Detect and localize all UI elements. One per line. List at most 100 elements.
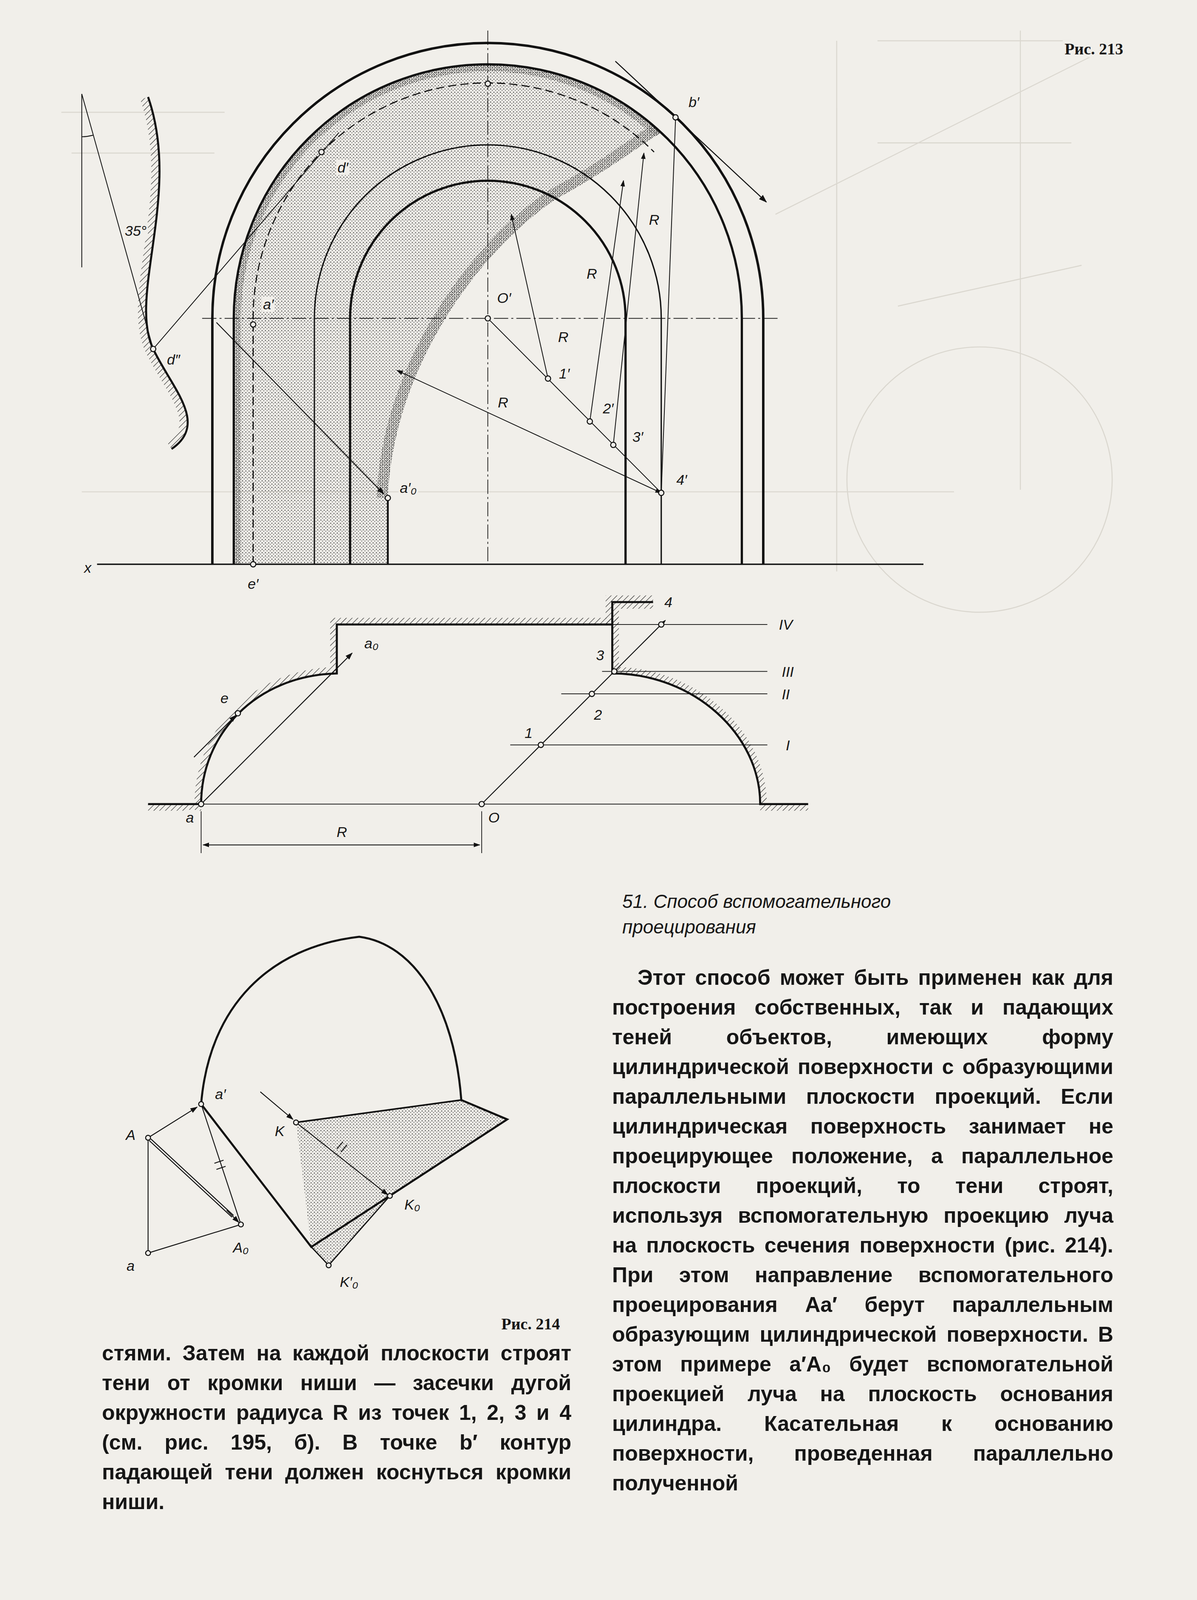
point-label: a <box>125 1257 136 1274</box>
point-label: a′ <box>261 296 275 312</box>
niche-plan <box>589 691 595 697</box>
point-label: K <box>273 1123 286 1139</box>
niche-plan <box>611 668 617 674</box>
point-label: A <box>124 1126 137 1143</box>
archivolt-profile <box>146 96 188 449</box>
plane-label: IV <box>777 616 794 633</box>
point-number: 2 <box>592 706 604 723</box>
section-heading: 51. Способ вспомогательного проецировани… <box>622 888 946 940</box>
point-label: a′ <box>213 1086 227 1102</box>
cylinder-figure <box>226 1210 240 1223</box>
point-label: 1′ <box>557 365 571 382</box>
niche-elevation <box>233 64 661 565</box>
point-label: 3′ <box>631 429 645 445</box>
cylinder-figure <box>293 1119 299 1125</box>
archivolt-profile <box>146 96 188 449</box>
archivolt-profile <box>81 93 188 449</box>
cylinder-figure <box>336 1141 348 1152</box>
plane-label: III <box>780 663 795 680</box>
body-text: стями. Затем на каждой плоскости строят … <box>101 1338 572 1517</box>
niche-plan <box>658 621 664 627</box>
cylinder-figure <box>145 1134 151 1141</box>
point-number: 1 <box>523 725 534 741</box>
cylinder-figure <box>149 1139 233 1217</box>
point-label: b′ <box>687 94 701 110</box>
niche-plan <box>198 621 664 807</box>
niche-elevation <box>397 370 662 493</box>
point-label: K′₀ <box>338 1273 360 1290</box>
point-label: a₀ <box>363 635 380 651</box>
archivolt-profile <box>81 93 153 349</box>
archivolt-profile <box>81 135 93 137</box>
dimension-label: R <box>556 329 571 345</box>
cylinder-figure <box>387 1193 393 1199</box>
niche-plan <box>201 601 761 805</box>
point-label: e <box>219 690 230 706</box>
construction-point <box>485 81 491 87</box>
point-label: K₀ <box>403 1196 422 1212</box>
point-label: a <box>184 809 195 825</box>
plane-label: I <box>784 737 791 753</box>
figure-caption: Рис. 214 <box>499 1315 562 1333</box>
niche-plan <box>612 601 653 625</box>
construction-point <box>485 315 491 321</box>
niche-plan <box>538 742 544 748</box>
cylinder-figure <box>296 1122 388 1195</box>
cylinder-figure <box>311 1195 390 1265</box>
niche-plan <box>203 844 480 846</box>
niche-plan <box>510 624 768 745</box>
niche-elevation <box>487 318 661 493</box>
cylinder-figure <box>238 1221 244 1227</box>
niche-plan <box>201 624 761 805</box>
cylinder-figure <box>145 1250 151 1256</box>
cylinder-figure <box>214 1160 226 1170</box>
niche-plan <box>235 710 241 716</box>
niche-elevation <box>511 214 548 379</box>
dimension-label: R <box>335 824 349 840</box>
cylinder-figure <box>198 1101 204 1107</box>
niche-elevation <box>386 497 389 565</box>
show-through <box>61 30 1123 613</box>
construction-point <box>319 149 325 155</box>
niche-plan <box>148 804 809 811</box>
niche-plan <box>201 810 482 853</box>
point-label: e′ <box>246 575 260 592</box>
niche-plan <box>612 601 653 625</box>
construction-point <box>150 81 678 568</box>
point-label: 2′ <box>601 400 615 416</box>
niche-elevation <box>202 30 781 565</box>
point-label: d″ <box>165 351 182 368</box>
point-number: 3 <box>594 647 606 663</box>
point-number: 4 <box>663 594 674 610</box>
niche-elevation <box>97 30 924 565</box>
point-label: 4′ <box>674 471 689 488</box>
niche-elevation <box>590 180 624 422</box>
cylinder-figure <box>326 1262 332 1268</box>
niche-elevation <box>615 61 767 202</box>
niche-plan <box>198 801 204 807</box>
construction-point <box>658 490 664 496</box>
construction-point <box>672 114 678 120</box>
angle-label: 35° <box>123 223 148 239</box>
construction-point <box>385 495 391 501</box>
niche-plan <box>479 801 485 807</box>
body-text: Этот способ может быть применен как для … <box>612 962 1114 1498</box>
niche-elevation <box>233 64 661 565</box>
point-label: O <box>487 809 501 825</box>
point-label: A₀ <box>231 1239 250 1255</box>
show-through <box>846 347 1113 613</box>
niche-elevation <box>153 132 339 349</box>
point-label: O′ <box>495 290 513 306</box>
cylinder-figure <box>296 1099 508 1247</box>
show-through <box>775 30 1123 572</box>
cylinder-figure <box>149 1139 233 1217</box>
niche-plan <box>481 620 666 804</box>
cylinder-figure <box>148 1106 198 1138</box>
construction-point <box>610 442 616 448</box>
niche-plan <box>194 715 236 757</box>
dimension-label: R <box>647 211 661 228</box>
niche-elevation <box>97 563 924 565</box>
cylinder-figure <box>148 1224 242 1253</box>
cylinder-figure <box>145 1101 393 1268</box>
